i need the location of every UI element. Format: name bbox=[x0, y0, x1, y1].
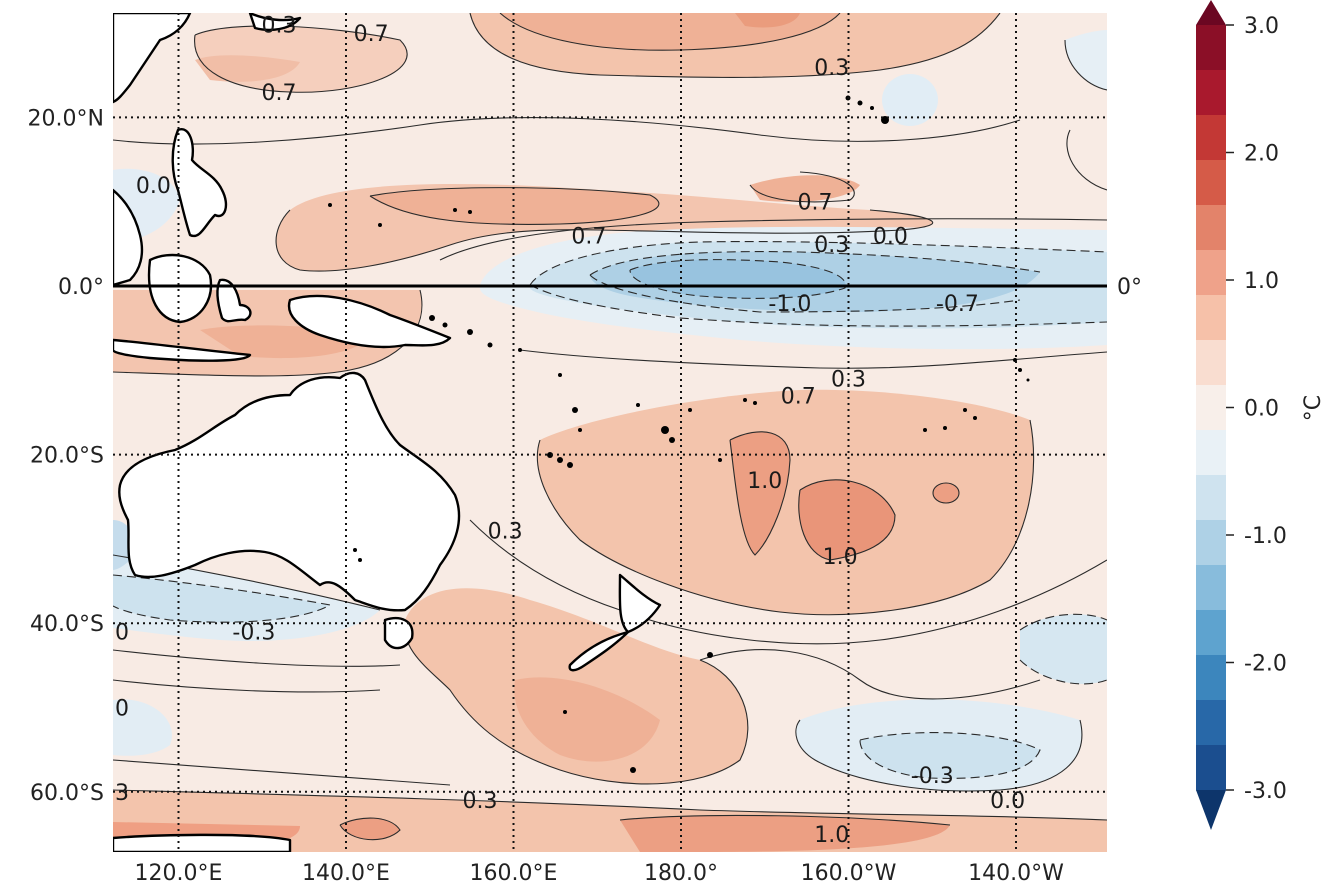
contour-label: 1.0 bbox=[814, 823, 849, 848]
contour-label: 1.0 bbox=[747, 469, 782, 494]
contour-label: 0.7 bbox=[571, 224, 606, 249]
colorbar-segment bbox=[1196, 700, 1226, 746]
colorbar-segment bbox=[1196, 565, 1226, 611]
colorbar-segments bbox=[1196, 0, 1226, 830]
contour-label: 0.3 bbox=[831, 368, 866, 393]
borneo bbox=[147, 253, 213, 324]
contour-label: 0.7 bbox=[262, 81, 297, 106]
contour-label: 0.3 bbox=[94, 781, 129, 806]
new-zealand-north bbox=[618, 573, 662, 634]
equator-label: 0° bbox=[1117, 275, 1142, 300]
negative-contour-lines bbox=[113, 241, 1107, 779]
colorbar-tick-label: -1.0 bbox=[1244, 524, 1287, 549]
longitude-tick-label: 120.0°E bbox=[135, 861, 223, 884]
contour-label: 0.0 bbox=[94, 621, 129, 646]
contour-label: 0.0 bbox=[990, 789, 1025, 814]
colorbar-tick-labels: 3.0 2.0 1.0 0.0 -1.0 -2.0 -3.0 bbox=[1226, 14, 1287, 804]
landmasses bbox=[113, 13, 662, 852]
contour-label: 0.3 bbox=[814, 56, 849, 81]
colorbar-segment bbox=[1196, 385, 1226, 431]
asia-coast bbox=[113, 13, 192, 104]
longitude-tick-label: 180.0° bbox=[644, 861, 718, 884]
colorbar-tick-label: 0.0 bbox=[1244, 397, 1279, 422]
colorbar-segment bbox=[1196, 115, 1226, 161]
contour-label: 0.7 bbox=[354, 22, 389, 47]
new-zealand-south bbox=[568, 630, 630, 672]
colorbar-segment bbox=[1196, 250, 1226, 296]
sulawesi bbox=[216, 278, 252, 323]
latitude-tick-label: 40.0°S bbox=[30, 612, 104, 637]
longitude-tick-label: 140.0°W bbox=[968, 861, 1064, 884]
colorbar: 3.0 2.0 1.0 0.0 -1.0 -2.0 -3.0 °C bbox=[1196, 0, 1324, 830]
colorbar-segment bbox=[1196, 25, 1226, 71]
contour-labels: 0.3 0.7 0.7 0.3 0.0 0.7 0.7 0.3 0.0 -1.0 -0.7 0.3 0.… bbox=[94, 14, 1025, 848]
contour-label: 0.3 bbox=[463, 789, 498, 814]
contour-label: -0.7 bbox=[936, 292, 979, 317]
contour-label: 1.0 bbox=[823, 545, 858, 570]
colorbar-tick-label: 2.0 bbox=[1244, 142, 1279, 167]
latitude-tick-label: 60.0°S bbox=[30, 781, 104, 806]
colorbar-unit-label: °C bbox=[1301, 395, 1324, 421]
colorbar-max-extension bbox=[1196, 0, 1226, 25]
tasmania bbox=[383, 616, 414, 650]
latitude-tick-label: 0.0° bbox=[58, 275, 104, 300]
contour-label: 0.0 bbox=[136, 174, 171, 199]
longitude-tick-labels: 120.0°E 140.0°E 160.0°E 180.0° 160.0°W 140.0°… bbox=[135, 861, 1065, 884]
colorbar-segment bbox=[1196, 520, 1226, 566]
colorbar-tick-label: 3.0 bbox=[1244, 14, 1279, 39]
colorbar-segment bbox=[1196, 745, 1226, 791]
colorbar-tick-label: -3.0 bbox=[1244, 779, 1287, 804]
colorbar-segment bbox=[1196, 340, 1226, 386]
contour-label: 0.7 bbox=[798, 191, 833, 216]
contour-label: 0.3 bbox=[488, 519, 523, 544]
java bbox=[113, 338, 252, 362]
contour-label: 0.3 bbox=[814, 233, 849, 258]
new-guinea bbox=[287, 294, 452, 349]
colorbar-tick-label: 1.0 bbox=[1244, 269, 1279, 294]
colorbar-segment bbox=[1196, 430, 1226, 476]
colorbar-segment bbox=[1196, 475, 1226, 521]
indochina bbox=[113, 188, 144, 287]
contour-label: 0.3 bbox=[262, 14, 297, 39]
contour-label: 0.0 bbox=[94, 697, 129, 722]
colorbar-tick-label: -2.0 bbox=[1244, 652, 1287, 677]
latitude-tick-labels: 20.0°N 0.0° 20.0°S 40.0°S 60.0°S bbox=[28, 106, 104, 805]
latitude-tick-label: 20.0°N bbox=[28, 106, 104, 131]
longitude-tick-label: 140.0°E bbox=[302, 861, 390, 884]
contour-label: -0.3 bbox=[232, 621, 275, 646]
japan bbox=[248, 13, 302, 32]
latitude-tick-label: 20.0°S bbox=[30, 444, 104, 469]
colorbar-segment bbox=[1196, 295, 1226, 341]
contour-label: -0.3 bbox=[911, 764, 954, 789]
colorbar-segment bbox=[1196, 70, 1226, 116]
colorbar-min-extension bbox=[1196, 790, 1226, 830]
contour-label: -1.0 bbox=[768, 292, 811, 317]
australia bbox=[118, 371, 461, 612]
philippines bbox=[171, 128, 228, 238]
colorbar-segment bbox=[1196, 655, 1226, 701]
map-panel: 0.3 0.7 0.7 0.3 0.0 0.7 0.7 0.3 0.0 -1.0 -0.7 0.3 0.… bbox=[94, 13, 1107, 852]
longitude-tick-label: 160.0°W bbox=[801, 861, 897, 884]
graticule bbox=[113, 13, 1107, 852]
contour-label: 0.0 bbox=[873, 224, 908, 249]
longitude-tick-label: 160.0°E bbox=[470, 861, 558, 884]
antarctica-edge bbox=[113, 833, 292, 852]
colorbar-segment bbox=[1196, 205, 1226, 251]
contour-label: 0.7 bbox=[781, 385, 816, 410]
colorbar-segment bbox=[1196, 610, 1226, 656]
colorbar-segment bbox=[1196, 160, 1226, 206]
